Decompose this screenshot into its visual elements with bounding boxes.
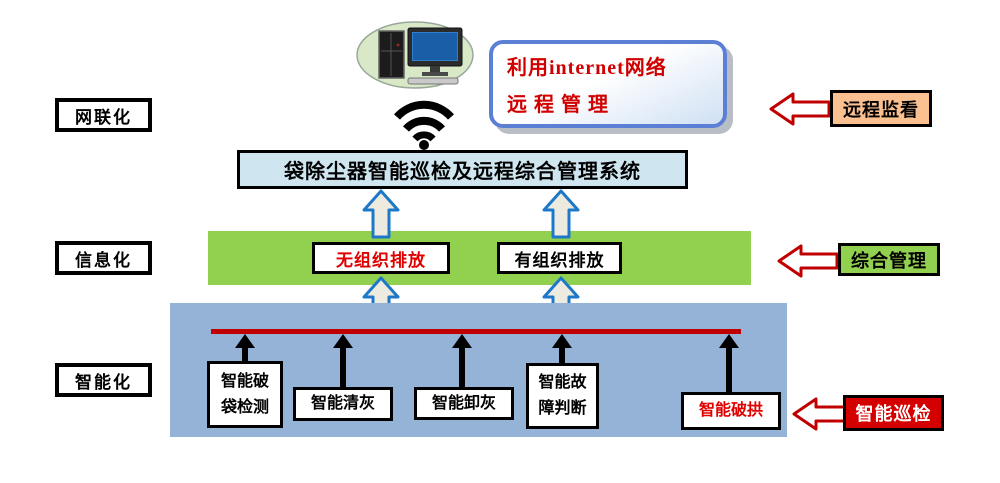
box-smart-ash-cleaning: 智能清灰 (293, 387, 393, 421)
box-organized-emission: 有组织排放 (497, 242, 622, 274)
box-smart-fault-judgment: 智能故 障判断 (526, 363, 599, 429)
bubble-line-1: 利用internet网络 (507, 57, 667, 79)
black-up-arrow-icon (552, 334, 572, 363)
up-arrow-icon (362, 189, 400, 239)
box-smart-bag-break-detect: 智能破 袋检测 (207, 361, 283, 428)
red-left-arrow-icon (777, 244, 839, 278)
box-line: 智能卸灰 (431, 394, 496, 412)
bubble-line-2: 远程管理 (507, 94, 615, 116)
black-up-arrow-icon (333, 334, 353, 387)
box-smart-arch-breaking: 智能破拱 (681, 392, 781, 430)
box-line: 智能故 (538, 374, 587, 392)
box-line: 智能破 (220, 372, 269, 390)
black-up-arrow-icon (452, 334, 472, 387)
system-title-box: 袋除尘器智能巡检及远程综合管理系统 (237, 150, 688, 189)
box-line: 袋检测 (220, 398, 269, 416)
box-line: 智能破拱 (698, 402, 763, 420)
box-smart-ash-unloading: 智能卸灰 (414, 387, 514, 420)
black-up-arrow-icon (719, 334, 739, 392)
box-unorganized-emission: 无组织排放 (312, 242, 450, 274)
internet-note-bubble: 利用internet网络 远程管理 (489, 40, 727, 128)
box-line: 障判断 (538, 400, 587, 417)
box-line: 智能清灰 (310, 395, 375, 413)
wifi-icon (394, 100, 454, 150)
callout-smart-inspection: 智能巡检 (843, 395, 944, 431)
callout-remote-monitoring: 远程监看 (830, 90, 932, 127)
label-networked: 网联化 (55, 98, 152, 132)
label-intelligent: 智能化 (55, 363, 152, 397)
up-arrow-icon (542, 189, 580, 239)
computer-icon (356, 21, 474, 89)
bus-line (211, 329, 741, 334)
information-layer-bar (208, 231, 751, 285)
red-left-arrow-icon (769, 92, 831, 126)
label-informatized: 信息化 (55, 241, 152, 275)
callout-comprehensive-management: 综合管理 (838, 243, 940, 276)
black-up-arrow-icon (235, 334, 255, 362)
